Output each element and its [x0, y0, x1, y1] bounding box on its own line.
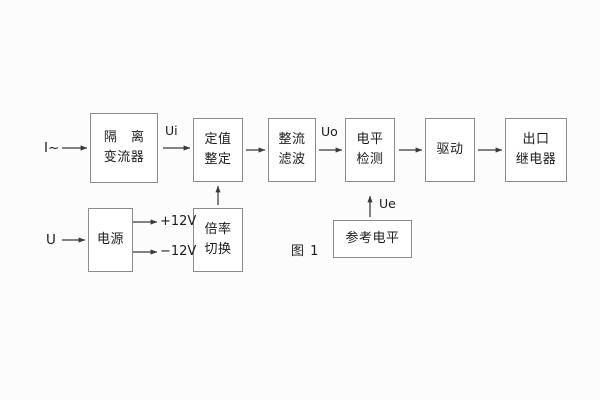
- block-setting[interactable]: 定值 整定: [193, 118, 243, 182]
- block-reference-level[interactable]: 参考电平: [333, 220, 412, 258]
- signal-label-ue: Ue: [379, 196, 396, 211]
- block-level-detect-line-2: 检测: [356, 152, 384, 167]
- terminal-rail-positive: +12V: [160, 214, 197, 229]
- terminal-rail-negative: −12V: [160, 244, 197, 259]
- block-level-detect[interactable]: 电平 检测: [345, 118, 395, 182]
- block-rectify-filter-line-2: 滤波: [278, 152, 306, 167]
- terminal-current-input: I~: [44, 140, 60, 156]
- block-setting-line-1: 定值: [204, 131, 232, 147]
- block-reference-level-line-1: 参考电平: [345, 230, 400, 246]
- signal-label-uo: Uo: [321, 124, 338, 139]
- block-isolation-ct[interactable]: 隔 离 变流器: [90, 113, 158, 183]
- figure-caption: 图 1: [291, 244, 320, 259]
- block-power-supply[interactable]: 电源: [88, 208, 133, 272]
- block-output-relay-line-2: 继电器: [515, 152, 557, 167]
- terminal-voltage-input: U: [46, 232, 56, 248]
- block-multiplier-switch-line-1: 倍率: [204, 221, 232, 237]
- block-power-supply-line-1: 电源: [96, 231, 124, 247]
- block-rectify-filter-line-1: 整流: [278, 131, 306, 147]
- block-output-relay-line-1: 出口: [522, 131, 550, 147]
- block-level-detect-line-1: 电平: [356, 131, 384, 147]
- block-multiplier-switch[interactable]: 倍率 切换: [193, 208, 243, 272]
- block-drive-line-1: 驱动: [436, 141, 464, 157]
- block-isolation-ct-line-2: 变流器: [103, 150, 145, 165]
- block-rectify-filter[interactable]: 整流 滤波: [268, 118, 316, 182]
- block-drive[interactable]: 驱动: [425, 118, 475, 182]
- block-output-relay[interactable]: 出口 继电器: [505, 118, 567, 182]
- block-multiplier-switch-line-2: 切换: [204, 242, 232, 257]
- block-setting-line-2: 整定: [204, 152, 232, 167]
- block-isolation-ct-line-1: 隔 离: [103, 129, 150, 145]
- signal-label-ui: Ui: [165, 123, 178, 138]
